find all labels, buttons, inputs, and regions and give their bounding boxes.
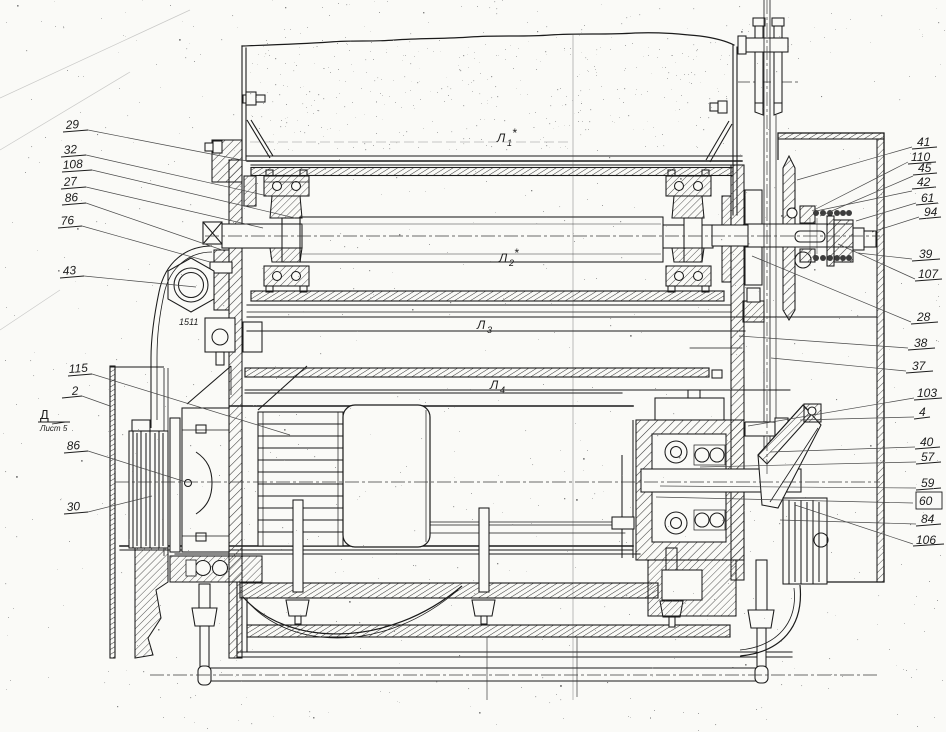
svg-text:106: 106 — [916, 533, 936, 547]
svg-text:38: 38 — [914, 336, 928, 350]
svg-text:Лист 5: Лист 5 — [39, 424, 68, 433]
svg-text:94: 94 — [924, 205, 938, 219]
svg-text:39: 39 — [919, 247, 933, 261]
svg-text:60: 60 — [919, 494, 933, 508]
svg-text:27: 27 — [62, 174, 79, 189]
svg-text:Л: Л — [489, 378, 499, 392]
svg-text:29: 29 — [64, 117, 80, 132]
svg-text:2: 2 — [70, 384, 79, 399]
svg-text:86: 86 — [64, 190, 79, 205]
svg-text:40: 40 — [920, 435, 934, 449]
svg-text:86: 86 — [66, 438, 81, 453]
svg-text:37: 37 — [912, 359, 927, 373]
svg-text:Л: Л — [496, 131, 506, 145]
svg-text:30: 30 — [66, 499, 81, 514]
svg-text:4: 4 — [500, 385, 505, 395]
svg-text:41: 41 — [917, 135, 930, 149]
svg-text:Л: Л — [498, 251, 508, 265]
svg-text:103: 103 — [917, 386, 937, 400]
svg-text:108: 108 — [62, 157, 83, 172]
svg-text:59: 59 — [921, 476, 935, 490]
svg-text:76: 76 — [60, 213, 75, 228]
svg-text:57: 57 — [921, 450, 936, 464]
svg-text:Д: Д — [40, 407, 49, 422]
svg-text:3: 3 — [487, 325, 492, 335]
svg-text:32: 32 — [63, 142, 78, 157]
svg-text:110: 110 — [911, 150, 930, 164]
svg-text:28: 28 — [916, 310, 931, 324]
svg-text:1: 1 — [507, 138, 512, 148]
svg-text:*: * — [512, 126, 517, 140]
svg-text:84: 84 — [921, 512, 935, 526]
svg-text:42: 42 — [917, 175, 931, 189]
svg-text:1511: 1511 — [179, 317, 198, 327]
svg-text:*: * — [514, 246, 519, 260]
svg-text:45: 45 — [918, 161, 932, 175]
svg-text:107: 107 — [918, 267, 939, 281]
svg-text:61: 61 — [921, 191, 934, 205]
svg-text:115: 115 — [68, 361, 88, 376]
svg-text:Л: Л — [476, 318, 486, 332]
svg-text:43: 43 — [62, 263, 77, 278]
svg-text:4: 4 — [919, 405, 926, 419]
svg-text:2: 2 — [508, 258, 514, 268]
